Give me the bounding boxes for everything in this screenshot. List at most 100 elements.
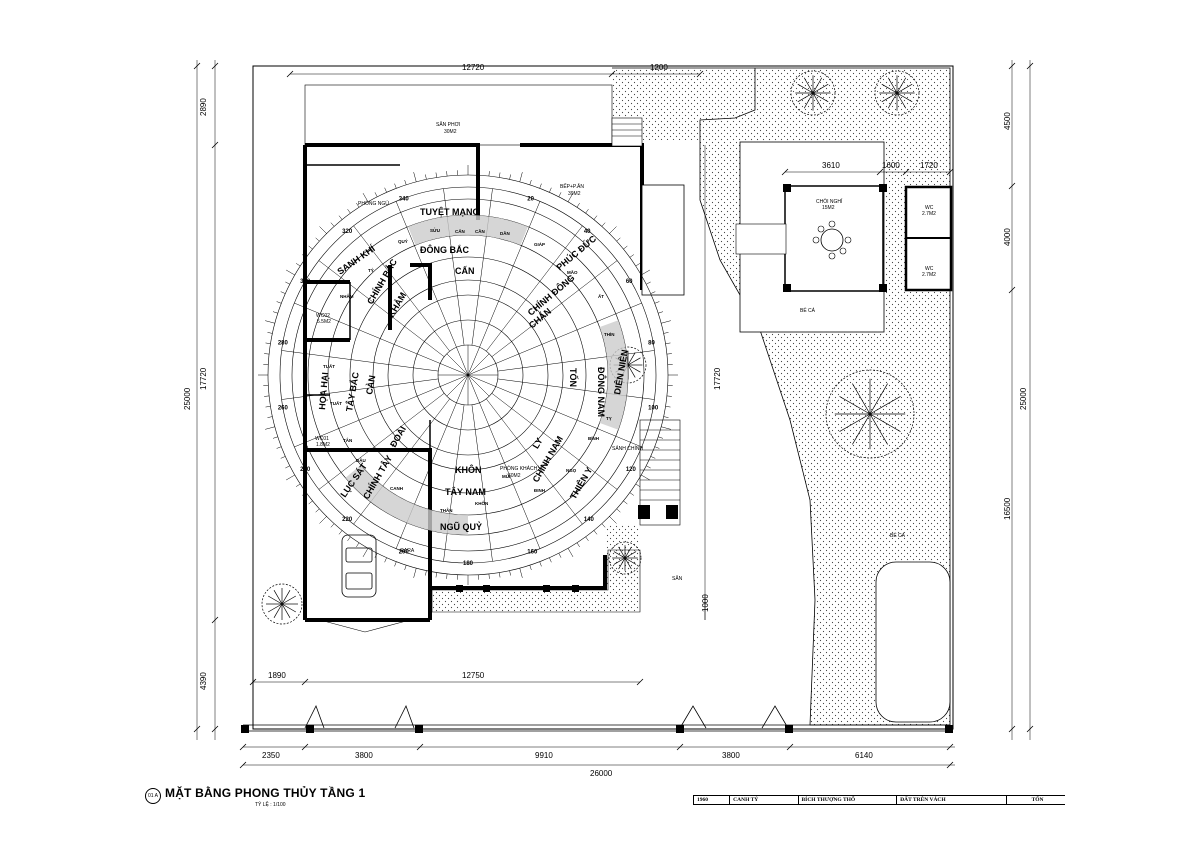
compass-tick	[616, 237, 621, 242]
compass-spoke	[471, 404, 493, 562]
compass-tick	[308, 245, 313, 250]
compass-band	[599, 320, 629, 430]
tree	[825, 369, 915, 459]
compass-tick	[384, 557, 387, 563]
compass-tick	[446, 573, 448, 579]
dim-right-1: 4500	[1003, 112, 1012, 130]
compass-center-ray	[467, 374, 480, 403]
compass-angle: 180	[463, 561, 474, 567]
compass-angle: 160	[527, 550, 538, 556]
compass-tick	[338, 530, 343, 535]
garage-door	[319, 619, 411, 633]
compass-tick	[425, 570, 427, 576]
compass-tick	[658, 311, 664, 314]
dim-tick	[1008, 725, 1016, 733]
compass-tick	[539, 183, 542, 189]
dim-top-1: 12720	[462, 63, 485, 72]
compass-tick	[276, 301, 282, 304]
compass-tick	[654, 301, 660, 304]
compass-spoke	[353, 398, 450, 525]
dim-bottom-total: 26000	[590, 769, 613, 778]
dimension-lines	[196, 60, 1031, 766]
compass-tick	[529, 179, 532, 185]
dim-tick	[193, 725, 201, 733]
drawing-title: MẶT BẰNG PHONG THỦY TẦNG 1	[165, 786, 366, 800]
compass-tick	[661, 426, 671, 430]
compass-angle: 20	[527, 196, 534, 202]
compass-angle: 280	[278, 340, 289, 346]
compass-angle: 340	[399, 196, 410, 202]
compass-center-ray	[467, 363, 496, 376]
pavilion-columns	[783, 184, 887, 292]
compass-tick	[585, 209, 589, 214]
label-binh: BÍNH	[588, 434, 599, 441]
compass-spoke	[281, 378, 439, 400]
compass-tick	[285, 465, 290, 469]
back-stairs	[611, 117, 643, 147]
compass-tick	[646, 281, 651, 285]
compass-center-ray	[456, 347, 469, 376]
compass-tick	[446, 171, 448, 177]
label-khon: KHÔN	[455, 464, 482, 475]
dim-tick	[1008, 62, 1016, 70]
room-labels: SÂN PHƠI 30M2 BẾP+P.ĂN 39M2 PHÒNG NGỦ WC…	[315, 121, 936, 582]
compass-spoke	[443, 188, 465, 346]
compass-tick	[302, 254, 307, 258]
compass-tick	[374, 553, 378, 558]
dim-tick	[696, 70, 704, 78]
garden-side	[605, 525, 640, 585]
terrace-outline	[304, 84, 613, 146]
compass-spoke	[479, 201, 541, 348]
room-wc02: WC02	[316, 313, 330, 319]
compass-tick	[413, 568, 417, 578]
compass-tick	[488, 573, 490, 579]
dim-tick	[211, 616, 219, 624]
dim-tick	[301, 743, 309, 751]
compass-tick	[286, 474, 295, 481]
dim-tick	[249, 678, 257, 686]
dim-bottom-2: 3800	[355, 751, 373, 760]
compass-tick	[601, 222, 606, 227]
compass-tick	[509, 570, 511, 576]
dim-tick	[1008, 182, 1016, 190]
dim-right-total: 25000	[1019, 387, 1028, 410]
compass-center-ray	[440, 363, 469, 376]
dim-tick	[876, 168, 884, 176]
compass-tick	[265, 406, 271, 408]
label-chinh-dong: CHÍNH ĐÔNG	[525, 272, 577, 318]
label-can-2: CÀN	[364, 374, 377, 395]
compass-tick	[666, 395, 672, 397]
compass-angle: 40	[584, 229, 591, 235]
compass-tick	[272, 436, 278, 439]
label-dau: DẬU	[356, 457, 366, 463]
compass-tick	[394, 561, 397, 567]
dim-tick	[1008, 286, 1016, 294]
dim-tick	[193, 62, 201, 70]
dim-left-3: 4390	[199, 672, 208, 690]
label-quy: QUÝ	[398, 238, 408, 244]
dimension-texts: 12720 1200 3610 1600 1720 1890 12750 235…	[183, 63, 1028, 778]
garden-left-curve	[612, 68, 755, 140]
compass-tick	[519, 568, 523, 578]
compass-tick	[629, 492, 634, 496]
label-dong-bac: ĐÔNG BẮC	[420, 244, 469, 255]
compass-tick	[616, 508, 621, 513]
compass-minor-labels: SỬU QUÝ CẦN DẦN GIÁP MÃO ẤT THÌN TỴ BÍNH…	[323, 227, 615, 513]
compass-spoke	[353, 225, 450, 352]
compass-tick	[623, 500, 628, 505]
room-wc02-area: 5.5M2	[317, 319, 331, 325]
dim-tick	[301, 678, 309, 686]
compass-tick	[663, 416, 669, 418]
dim-left-total: 25000	[183, 387, 192, 410]
compass-tick	[593, 215, 598, 220]
label-can-small-2: CẤN	[455, 228, 465, 234]
dim-pavilion-1: 3610	[822, 161, 840, 170]
compass-tick	[509, 174, 511, 180]
compass-center-ray	[467, 374, 490, 397]
compass-spoke	[486, 225, 583, 352]
compass-tick	[413, 172, 417, 182]
compass-center-ray	[446, 353, 469, 376]
trees	[261, 70, 920, 625]
compass-tick	[623, 245, 628, 250]
fence-posts	[241, 725, 953, 733]
